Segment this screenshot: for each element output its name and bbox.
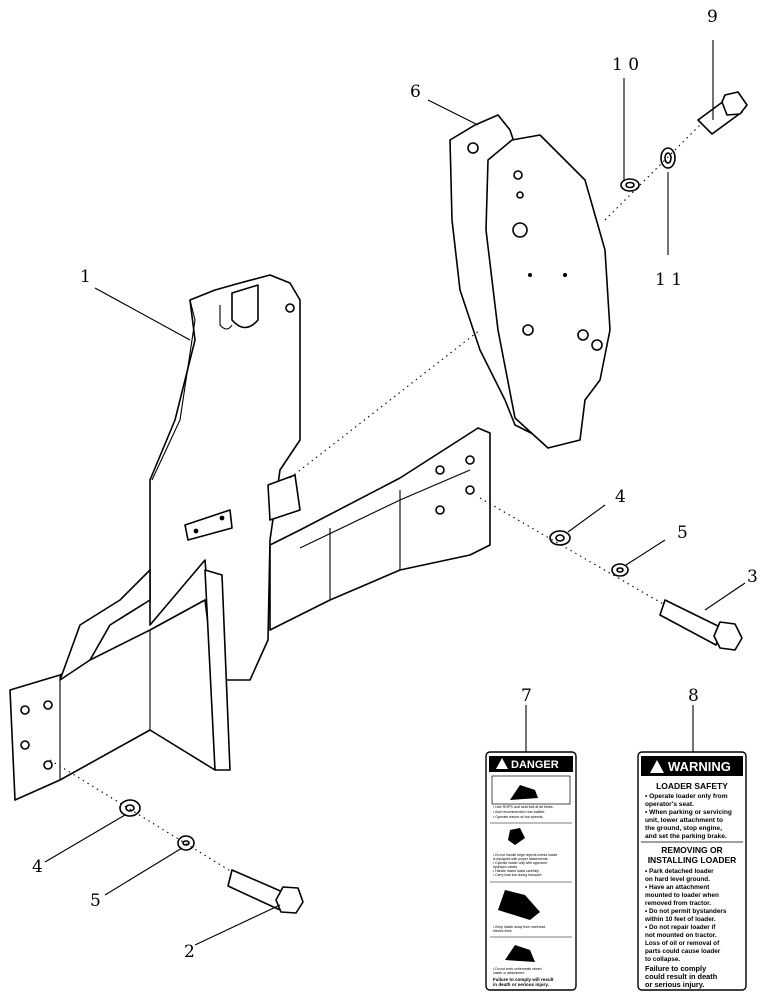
warning-line: • Do not repair loader if (645, 924, 716, 931)
warning-section1-title: LOADER SAFETY (656, 781, 728, 791)
danger-line: • Carry load low during transport. (493, 873, 542, 877)
danger-line: • Keep loader away from overhead (493, 925, 545, 929)
bolt-top (697, 91, 748, 135)
warning-line: • Have an attachment (645, 884, 710, 891)
callout-6: 6 (410, 82, 421, 102)
danger-line: • Do not work underneath raised (493, 967, 542, 971)
warning-decal-header: WARNING (668, 759, 731, 774)
danger-line: hydraulic valves. (493, 865, 518, 869)
washer-4-right (549, 530, 571, 546)
callout-11: 1 1 (655, 270, 682, 290)
power-line-icon (498, 890, 540, 920)
warning-line: the ground, stop engine, (645, 825, 722, 832)
rollover-icon (510, 785, 538, 800)
callout-8: 8 (688, 686, 699, 706)
danger-line: electric lines. (493, 929, 513, 933)
danger-footer: Failure to comply will result (493, 977, 554, 982)
callout-5-right: 5 (677, 523, 688, 543)
danger-line: • Do not handle large objects unless loa… (493, 853, 558, 857)
warning-line: parts could cause loader (645, 948, 721, 955)
warning-line: operator's seat. (645, 801, 694, 808)
callout-labels: 1 2 3 4 4 5 5 6 7 8 9 1 0 1 1 (32, 7, 758, 962)
warning-line: mounted to loader when (645, 892, 719, 899)
danger-line: loader or attachment. (493, 971, 525, 975)
lock-washer-5-right (611, 563, 629, 577)
danger-decal: DANGER • Use ROPS and seat belt at all t… (485, 751, 577, 991)
danger-line: • Handle raised loads carefully. (493, 869, 539, 873)
loader-mount-frame (9, 274, 491, 801)
callout-4-right: 4 (615, 487, 626, 507)
lock-washer-5-left (177, 835, 195, 851)
danger-line: is equipped with proper attachments. (493, 857, 548, 861)
bolt-2 (227, 869, 304, 914)
warning-line: unit, lower attachment to (645, 817, 723, 824)
warning-line: to collapse. (645, 956, 680, 963)
tip-over-icon (508, 828, 525, 845)
lock-washer-11 (660, 147, 676, 169)
danger-decal-header: DANGER (511, 759, 559, 771)
warning-line: removed from tractor. (645, 900, 711, 907)
leader-lines (44, 40, 746, 946)
warning-line: • When parking or servicing (645, 809, 732, 816)
warning-decal: WARNING LOADER SAFETY • Operate loader o… (637, 751, 747, 991)
washer-10 (620, 178, 640, 192)
callout-9: 9 (707, 7, 718, 27)
callout-4-left: 4 (32, 857, 43, 877)
callout-3: 3 (747, 567, 758, 587)
warning-line: • Park detached loader (645, 868, 714, 875)
warning-section2-title: INSTALLING LOADER (648, 855, 737, 865)
warning-line: and set the parking brake. (645, 833, 727, 840)
warning-line: Loss of oil or removal of (645, 940, 720, 947)
callout-7: 7 (521, 686, 532, 706)
warning-line: within 10 feet of loader. (644, 916, 716, 923)
warning-line: not mounted on tractor. (645, 932, 717, 939)
tractor-bracket-plate (449, 114, 611, 449)
danger-line: • Use ROPS and seat belt at all times. (493, 805, 554, 809)
assembly-lines (49, 124, 701, 873)
warning-line: on hard level ground. (645, 876, 710, 883)
callout-5-left: 5 (90, 891, 101, 911)
danger-line: • Operate loader only with approved (493, 861, 547, 865)
callout-10: 1 0 (612, 55, 639, 75)
warning-footer: or serious injury. (645, 980, 704, 989)
crush-icon (505, 945, 535, 962)
warning-section2-title: REMOVING OR (661, 845, 722, 855)
bolt-3 (659, 599, 743, 651)
danger-footer: in death or serious injury. (493, 982, 549, 987)
danger-line: • Operate tractor at low speeds. (493, 815, 543, 819)
danger-line: • Add recommended rear ballast. (493, 810, 545, 814)
warning-footer: could result in death (645, 972, 718, 981)
warning-footer: Failure to comply (645, 964, 707, 973)
warning-line: • Do not permit bystanders (645, 908, 727, 915)
callout-1: 1 (80, 267, 91, 287)
washer-4-left (119, 799, 141, 817)
warning-line: • Operate loader only from (645, 793, 728, 800)
callout-2: 2 (184, 942, 195, 962)
